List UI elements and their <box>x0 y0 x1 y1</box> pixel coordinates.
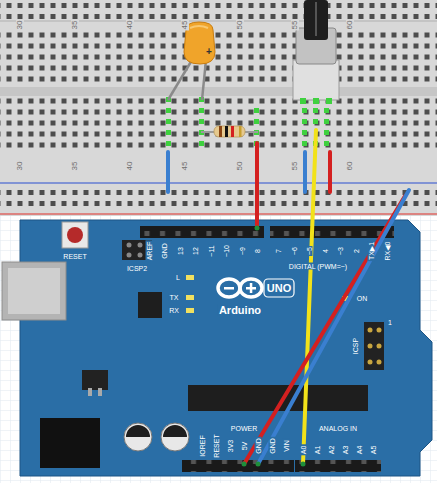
column-number: 60 <box>346 20 354 31</box>
column-number: 55 <box>291 20 299 31</box>
pin-label: IOREF <box>199 434 206 457</box>
logo-text: Arduino <box>218 305 262 316</box>
pin-label: 12 <box>192 246 199 256</box>
column-number: 35 <box>71 20 79 31</box>
column-number: 35 <box>71 161 79 172</box>
logo-text: UNO <box>266 283 292 294</box>
column-number: 40 <box>126 20 134 31</box>
resistor <box>201 126 258 137</box>
header-label: POWER <box>230 425 258 432</box>
pin-label: ~3 <box>337 246 344 256</box>
pin-label: GND <box>161 242 168 260</box>
pin-label: GND <box>269 437 276 455</box>
column-number: 55 <box>291 161 299 172</box>
pin-label: ~11 <box>207 244 214 257</box>
pin-label: GND <box>255 437 262 455</box>
header-label: ICSP2 <box>126 265 148 272</box>
pin-label: A4 <box>356 445 363 456</box>
grid <box>0 215 437 483</box>
column-number: 45 <box>181 161 189 172</box>
pin-label: A0 <box>300 445 307 456</box>
led-label: L <box>175 274 181 281</box>
header-label: ICSP <box>352 337 359 355</box>
pin-label: A3 <box>342 445 349 456</box>
pin-label: TX▶1 <box>368 241 375 261</box>
header-label: ANALOG IN <box>318 425 358 432</box>
pin-label: A2 <box>328 445 335 456</box>
capacitor <box>168 22 215 100</box>
pin-label: RESET <box>213 433 220 458</box>
wires <box>168 130 409 467</box>
pin-label: RX◀0 <box>383 240 390 261</box>
led-label: RX <box>168 307 180 314</box>
pin-label: 2 <box>352 248 359 254</box>
pin-label: 13 <box>176 246 183 256</box>
pin-label: 8 <box>254 248 261 254</box>
pin-label: 4 <box>321 248 328 254</box>
led-label: ON <box>356 295 369 302</box>
pin-label: ~6 <box>290 246 297 256</box>
pin-label: A5 <box>370 445 377 456</box>
pin-label: 3V3 <box>227 439 234 453</box>
column-number: 45 <box>181 20 189 31</box>
breadboard <box>0 0 437 216</box>
led-label: TX <box>169 294 180 301</box>
column-number: 60 <box>346 161 354 172</box>
polarity-mark: + <box>205 47 213 57</box>
pin-label: ~9 <box>238 246 245 256</box>
pin-label: A1 <box>314 445 321 456</box>
column-number: 50 <box>236 161 244 172</box>
pin-label: 7 <box>275 248 282 254</box>
pin-label: VIN <box>283 439 290 453</box>
arduino-board <box>2 220 432 476</box>
potentiometer <box>293 0 339 104</box>
pin-label: ~5 <box>306 246 313 256</box>
pin-label: ~10 <box>223 244 230 258</box>
button-label: RESET <box>62 253 87 260</box>
column-number: 30 <box>16 20 24 31</box>
column-number: 30 <box>16 161 24 172</box>
pin-number: 1 <box>387 319 393 326</box>
header-label: DIGITAL (PWM=~) <box>288 263 348 270</box>
pin-label: AREF <box>145 241 152 262</box>
column-number: 40 <box>126 161 134 172</box>
pin-label: 5V <box>241 441 248 452</box>
column-number: 50 <box>236 20 244 31</box>
